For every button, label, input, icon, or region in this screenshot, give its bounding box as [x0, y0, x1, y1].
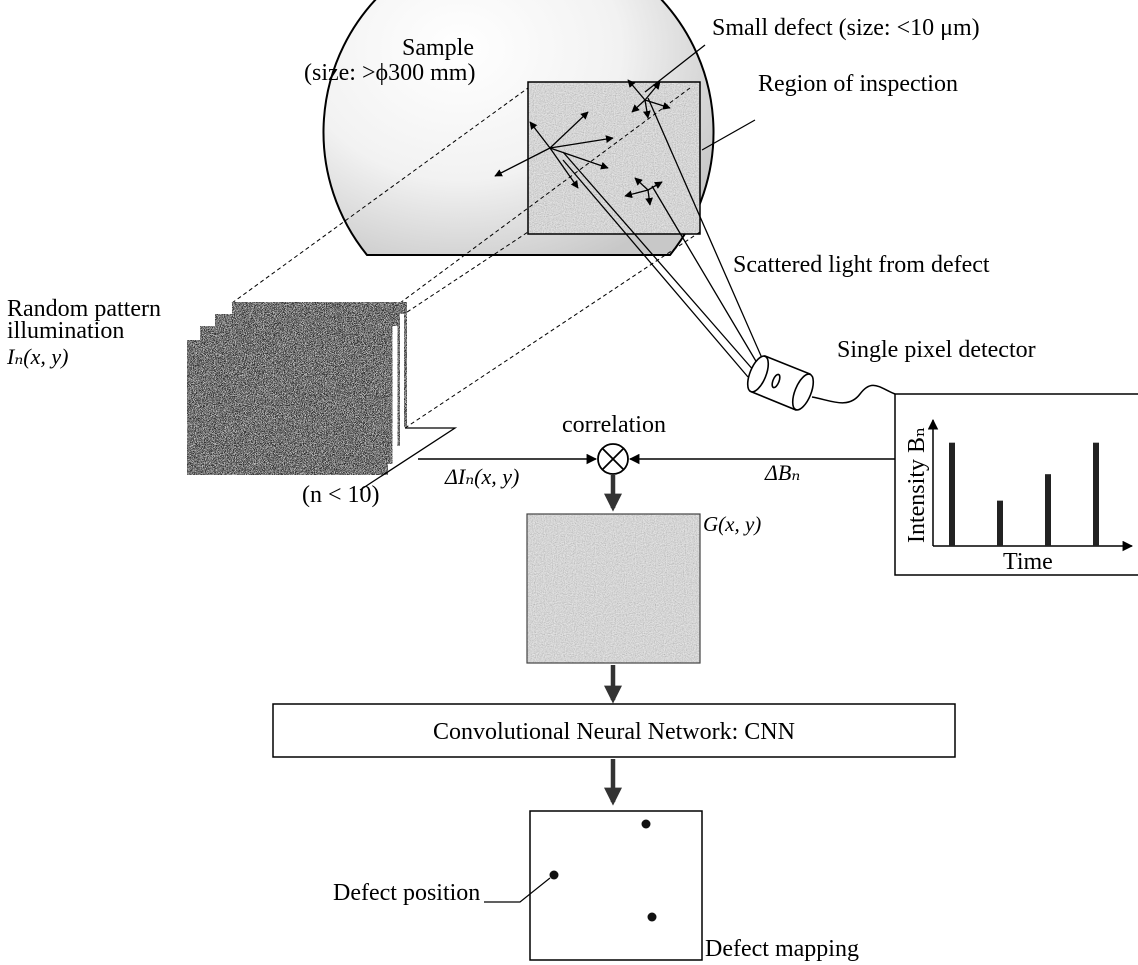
G-label: G(x, y) [703, 512, 761, 536]
intensity-bar [949, 442, 955, 546]
region-of-inspection-square [527, 81, 701, 235]
G-reconstruction-image [526, 513, 701, 664]
defect-dot-bottom [647, 912, 657, 922]
random-pattern-math: Iₙ(x, y) [6, 344, 68, 369]
delta-I-label: ΔIₙ(x, y) [444, 464, 519, 489]
intensity-bar [1093, 442, 1099, 546]
defect-dot-left [549, 870, 559, 880]
defect-mapping-label: Defect mapping [705, 936, 859, 962]
intensity-bar [997, 500, 1003, 546]
scattered-light-lines [562, 44, 766, 378]
pattern-layer-front [187, 340, 388, 475]
cnn-box [272, 703, 956, 758]
random-pattern-label-line2: illumination [7, 318, 124, 344]
delta-B-label: ΔBₙ [764, 460, 800, 485]
n-limit-label: (n < 10) [302, 482, 380, 508]
small-defect-label: Small defect (size: <10 μm) [712, 15, 980, 41]
defect-mapping-box [529, 810, 703, 961]
region-leader-line [701, 119, 756, 151]
correlation-symbol [597, 443, 629, 475]
defect-dot-top [641, 819, 651, 829]
sample-label-line2: (size: >ϕ300 mm) [304, 60, 475, 86]
intensity-axis-label: Intensity Bₙ [904, 427, 930, 543]
stack-bracket [359, 427, 458, 491]
random-pattern-label-line1: Random pattern [7, 296, 161, 322]
intensity-plot-axes [927, 418, 1134, 552]
sample-label-line1: Sample [402, 35, 474, 61]
single-pixel-detector-label: Single pixel detector [837, 337, 1036, 363]
defect-scatter-lower [624, 177, 663, 206]
cnn-label: Convolutional Neural Network: CNN [433, 719, 795, 745]
defect-position-label: Defect position [333, 880, 480, 906]
defect-position-leader [484, 877, 551, 903]
correlation-label: correlation [562, 412, 666, 438]
scattered-light-label: Scattered light from defect [733, 252, 990, 278]
detector-cable [811, 384, 896, 404]
intensity-bar [1045, 474, 1051, 546]
scatter-arrows [494, 79, 671, 206]
intensity-bars [949, 442, 1099, 546]
defect-scatter-center [494, 111, 614, 189]
region-of-inspection-label: Region of inspection [758, 71, 958, 97]
sample-wafer [322, 0, 715, 256]
time-axis-label: Time [1003, 549, 1053, 575]
single-pixel-detector-icon [746, 354, 815, 411]
intensity-plot-box [894, 393, 1138, 576]
pattern-stack [187, 302, 407, 475]
